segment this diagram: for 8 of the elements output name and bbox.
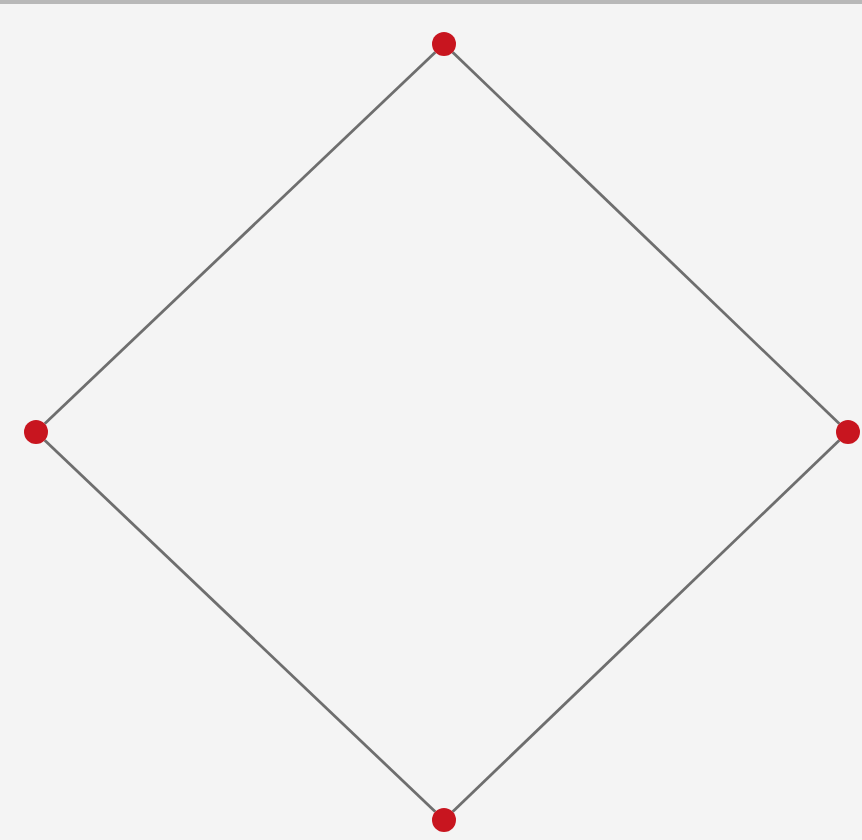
graph-vertex — [432, 808, 456, 832]
edge-line — [43, 51, 437, 425]
edge-line — [451, 439, 841, 813]
graph-vertex — [836, 420, 860, 444]
edge-line — [43, 439, 437, 813]
edge-line — [451, 51, 841, 425]
graph-vertex — [24, 420, 48, 444]
graph-vertex — [432, 32, 456, 56]
